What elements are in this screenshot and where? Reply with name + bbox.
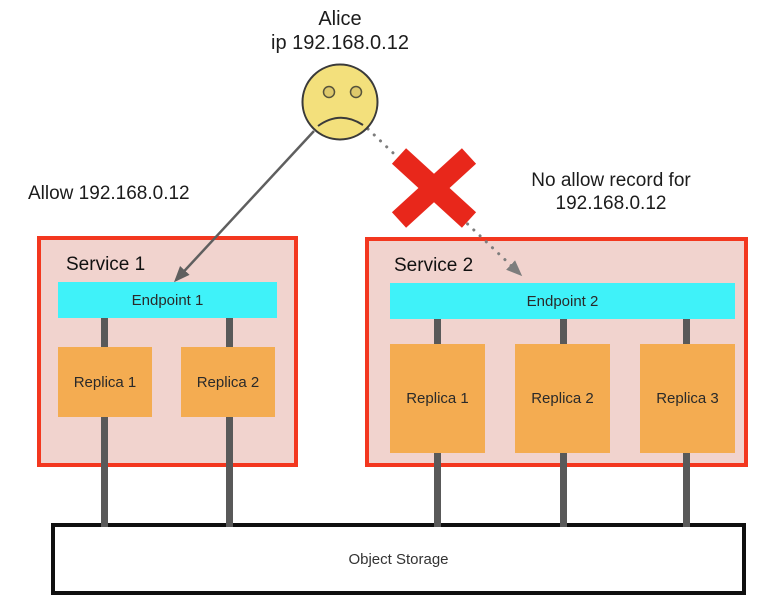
object-storage-box: Object Storage bbox=[51, 523, 746, 595]
face-circle bbox=[301, 63, 379, 141]
endpoint-1-bar: Endpoint 1 bbox=[58, 282, 277, 318]
endpoint-2-bar: Endpoint 2 bbox=[390, 283, 735, 319]
x-mark-stroke bbox=[391, 148, 477, 228]
deny-annotation-line1: No allow record for bbox=[531, 170, 691, 191]
replica-box: Replica 2 bbox=[515, 344, 610, 453]
actor-label: Alice ip 192.168.0.12 bbox=[230, 7, 450, 55]
right-eye bbox=[349, 85, 363, 99]
replica-box: Replica 2 bbox=[181, 347, 275, 417]
service-1-title: Service 1 bbox=[66, 254, 146, 275]
replica-box: Replica 1 bbox=[390, 344, 485, 453]
x-mark-stroke bbox=[391, 148, 477, 228]
deny-annotation-line2: 192.168.0.12 bbox=[555, 193, 667, 214]
service-2-title: Service 2 bbox=[394, 255, 474, 276]
x-mark-icon bbox=[391, 148, 477, 228]
replica-box: Replica 1 bbox=[58, 347, 152, 417]
actor-name: Alice bbox=[318, 8, 362, 30]
sad-face-icon bbox=[301, 63, 379, 141]
object-storage-label: Object Storage bbox=[348, 550, 449, 568]
left-eye bbox=[322, 85, 336, 99]
frown-mouth bbox=[317, 116, 364, 127]
connector-line bbox=[101, 316, 108, 527]
replica-box: Replica 3 bbox=[640, 344, 735, 453]
actor-ip: ip 192.168.0.12 bbox=[271, 32, 409, 54]
deny-annotation: No allow record for 192.168.0.12 bbox=[502, 169, 720, 215]
allow-annotation: Allow 192.168.0.12 bbox=[28, 183, 190, 204]
connector-line bbox=[226, 316, 233, 527]
